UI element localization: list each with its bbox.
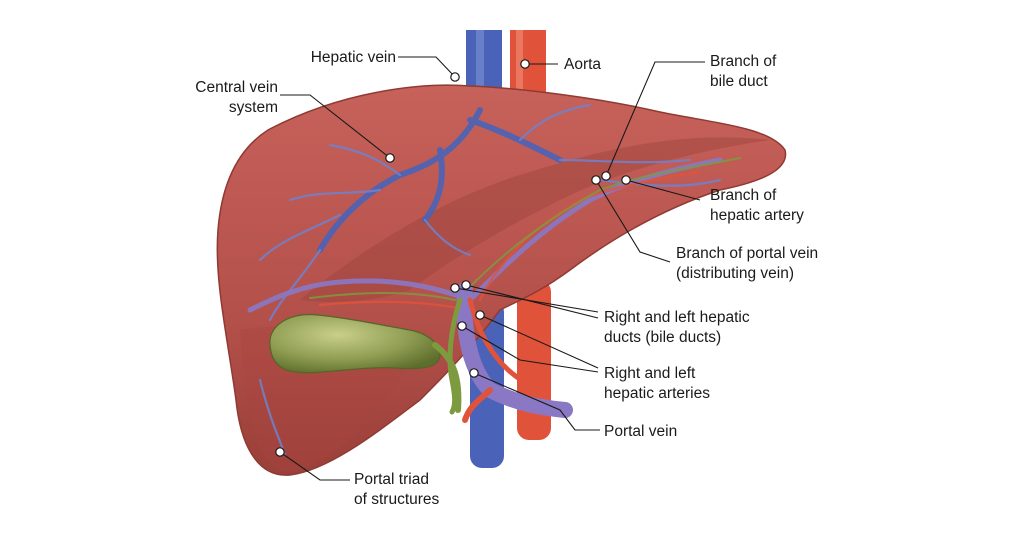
label-portal-triad: Portal triad of structures <box>354 471 440 508</box>
label-branch-portal-vein: Branch of portal vein (distributing vein… <box>676 245 819 282</box>
label-hepatic-vein: Hepatic vein <box>310 49 396 66</box>
leader-lines <box>279 56 705 481</box>
label-central-vein-system: Central vein system <box>195 79 278 116</box>
gallbladder <box>269 313 462 413</box>
label-hepatic-ducts: Right and left hepatic ducts (bile ducts… <box>604 309 750 346</box>
bile-duct <box>447 297 463 415</box>
label-hepatic-arteries: Right and left hepatic arteries <box>604 365 710 402</box>
lobe-shading <box>300 137 770 302</box>
label-aorta: Aorta <box>564 56 602 73</box>
label-branch-bile-duct: Branch of bile duct <box>710 53 777 90</box>
vessel-network <box>247 103 741 457</box>
label-markers <box>275 59 631 457</box>
label-portal-vein: Portal vein <box>604 423 678 440</box>
label-branch-hepatic-artery: Branch of hepatic artery <box>710 187 804 224</box>
